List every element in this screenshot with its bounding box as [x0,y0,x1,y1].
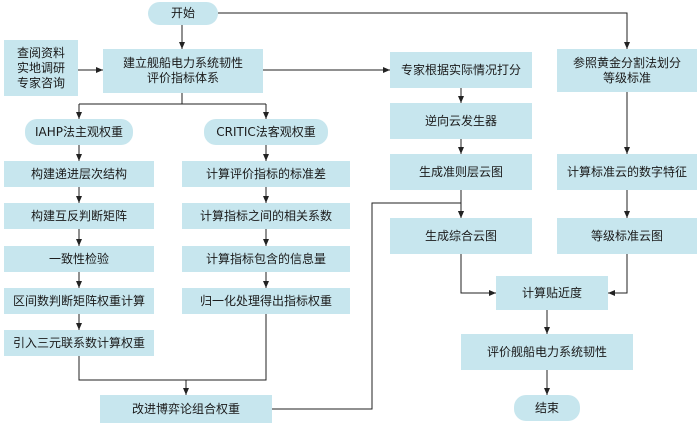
critic-step-information-label: 计算指标包含的信息量 [205,251,326,266]
composite-cloud-node: 生成综合云图 [390,218,532,254]
critic-step-std-label: 计算评价指标的标准差 [205,166,326,181]
build-system-line-2: 评价指标体系 [146,71,219,85]
golden-section-node: 参照黄金分割法划分 等级标准 [557,49,697,92]
golden-section-line-2: 等级标准 [602,70,651,85]
critic-node: CRITIC法客观权重 [204,119,328,145]
iahp-step-hierarchy-label: 构建递进层次结构 [30,166,127,181]
arrow-grade-closeness [608,254,628,296]
iahp-step-interval-weights-label: 区间数判断矩阵权重计算 [12,293,145,308]
standard-cloud-features-node: 计算标准云的数字特征 [557,154,697,190]
critic-step-std: 计算评价指标的标准差 [182,161,350,187]
grade-cloud-label: 等级标准云图 [590,228,663,243]
closeness-label: 计算贴近度 [521,285,582,300]
build-index-system-node: 建立舰船电力系统韧性 评价指标体系 [103,49,263,93]
critic-step-normalize: 归一化处理得出指标权重 [182,288,350,314]
source-expert-consultation: 专家咨询 [16,75,65,90]
sources-node: 查阅资料 实地调研 专家咨询 [4,40,78,96]
end-node: 结束 [514,395,580,421]
iahp-step-consistency-check-label: 一致性检验 [48,251,109,266]
source-field-research: 实地调研 [16,60,65,75]
arrow-start-golden [218,12,630,49]
composite-cloud-label: 生成综合云图 [424,228,497,243]
iahp-node: IAHP法主观权重 [25,119,133,145]
critic-step-information: 计算指标包含的信息量 [182,246,350,272]
iahp-step-judgment-matrix: 构建互反判断矩阵 [4,203,154,229]
evaluate-label: 评价舰船电力系统韧性 [486,344,607,359]
critic-label: CRITIC法客观权重 [216,124,316,139]
expert-scoring-node: 专家根据实际情况打分 [390,52,532,88]
source-literature: 查阅资料 [16,45,65,60]
criterion-cloud-label: 生成准则层云图 [418,164,503,179]
expert-scoring-label: 专家根据实际情况打分 [400,62,521,77]
closeness-node: 计算贴近度 [496,276,608,310]
game-theory-node: 改进博弈论组合权重 [100,395,272,423]
iahp-step-connection-number: 引入三元联系数计算权重 [4,330,154,356]
iahp-step-hierarchy: 构建递进层次结构 [4,161,154,187]
critic-step-correlation-label: 计算指标之间的相关系数 [199,208,332,223]
iahp-step-interval-weights: 区间数判断矩阵权重计算 [4,288,154,314]
iahp-step-connection-number-label: 引入三元联系数计算权重 [12,335,145,350]
line-iahp-merge [78,356,186,381]
standard-cloud-features-label: 计算标准云的数字特征 [566,164,687,179]
reverse-cloud-label: 逆向云发生器 [424,113,497,128]
iahp-step-consistency-check: 一致性检验 [4,246,154,272]
iahp-step-judgment-matrix-label: 构建互反判断矩阵 [30,208,127,223]
evaluate-node: 评价舰船电力系统韧性 [461,334,633,370]
grade-cloud-node: 等级标准云图 [557,218,697,254]
line-critic-merge [186,314,267,381]
iahp-label: IAHP法主观权重 [34,124,123,139]
criterion-cloud-node: 生成准则层云图 [390,154,532,190]
arrow-composite-closeness [460,254,496,296]
start-label: 开始 [170,6,195,20]
build-system-line-1: 建立舰船电力系统韧性 [122,56,243,70]
end-label: 结束 [534,400,559,415]
critic-step-normalize-label: 归一化处理得出指标权重 [199,293,332,308]
critic-step-correlation: 计算指标之间的相关系数 [182,203,350,229]
game-theory-label: 改进博弈论组合权重 [131,401,240,416]
golden-section-line-1: 参照黄金分割法划分 [572,55,681,70]
start-node: 开始 [148,2,218,25]
reverse-cloud-node: 逆向云发生器 [390,103,532,139]
